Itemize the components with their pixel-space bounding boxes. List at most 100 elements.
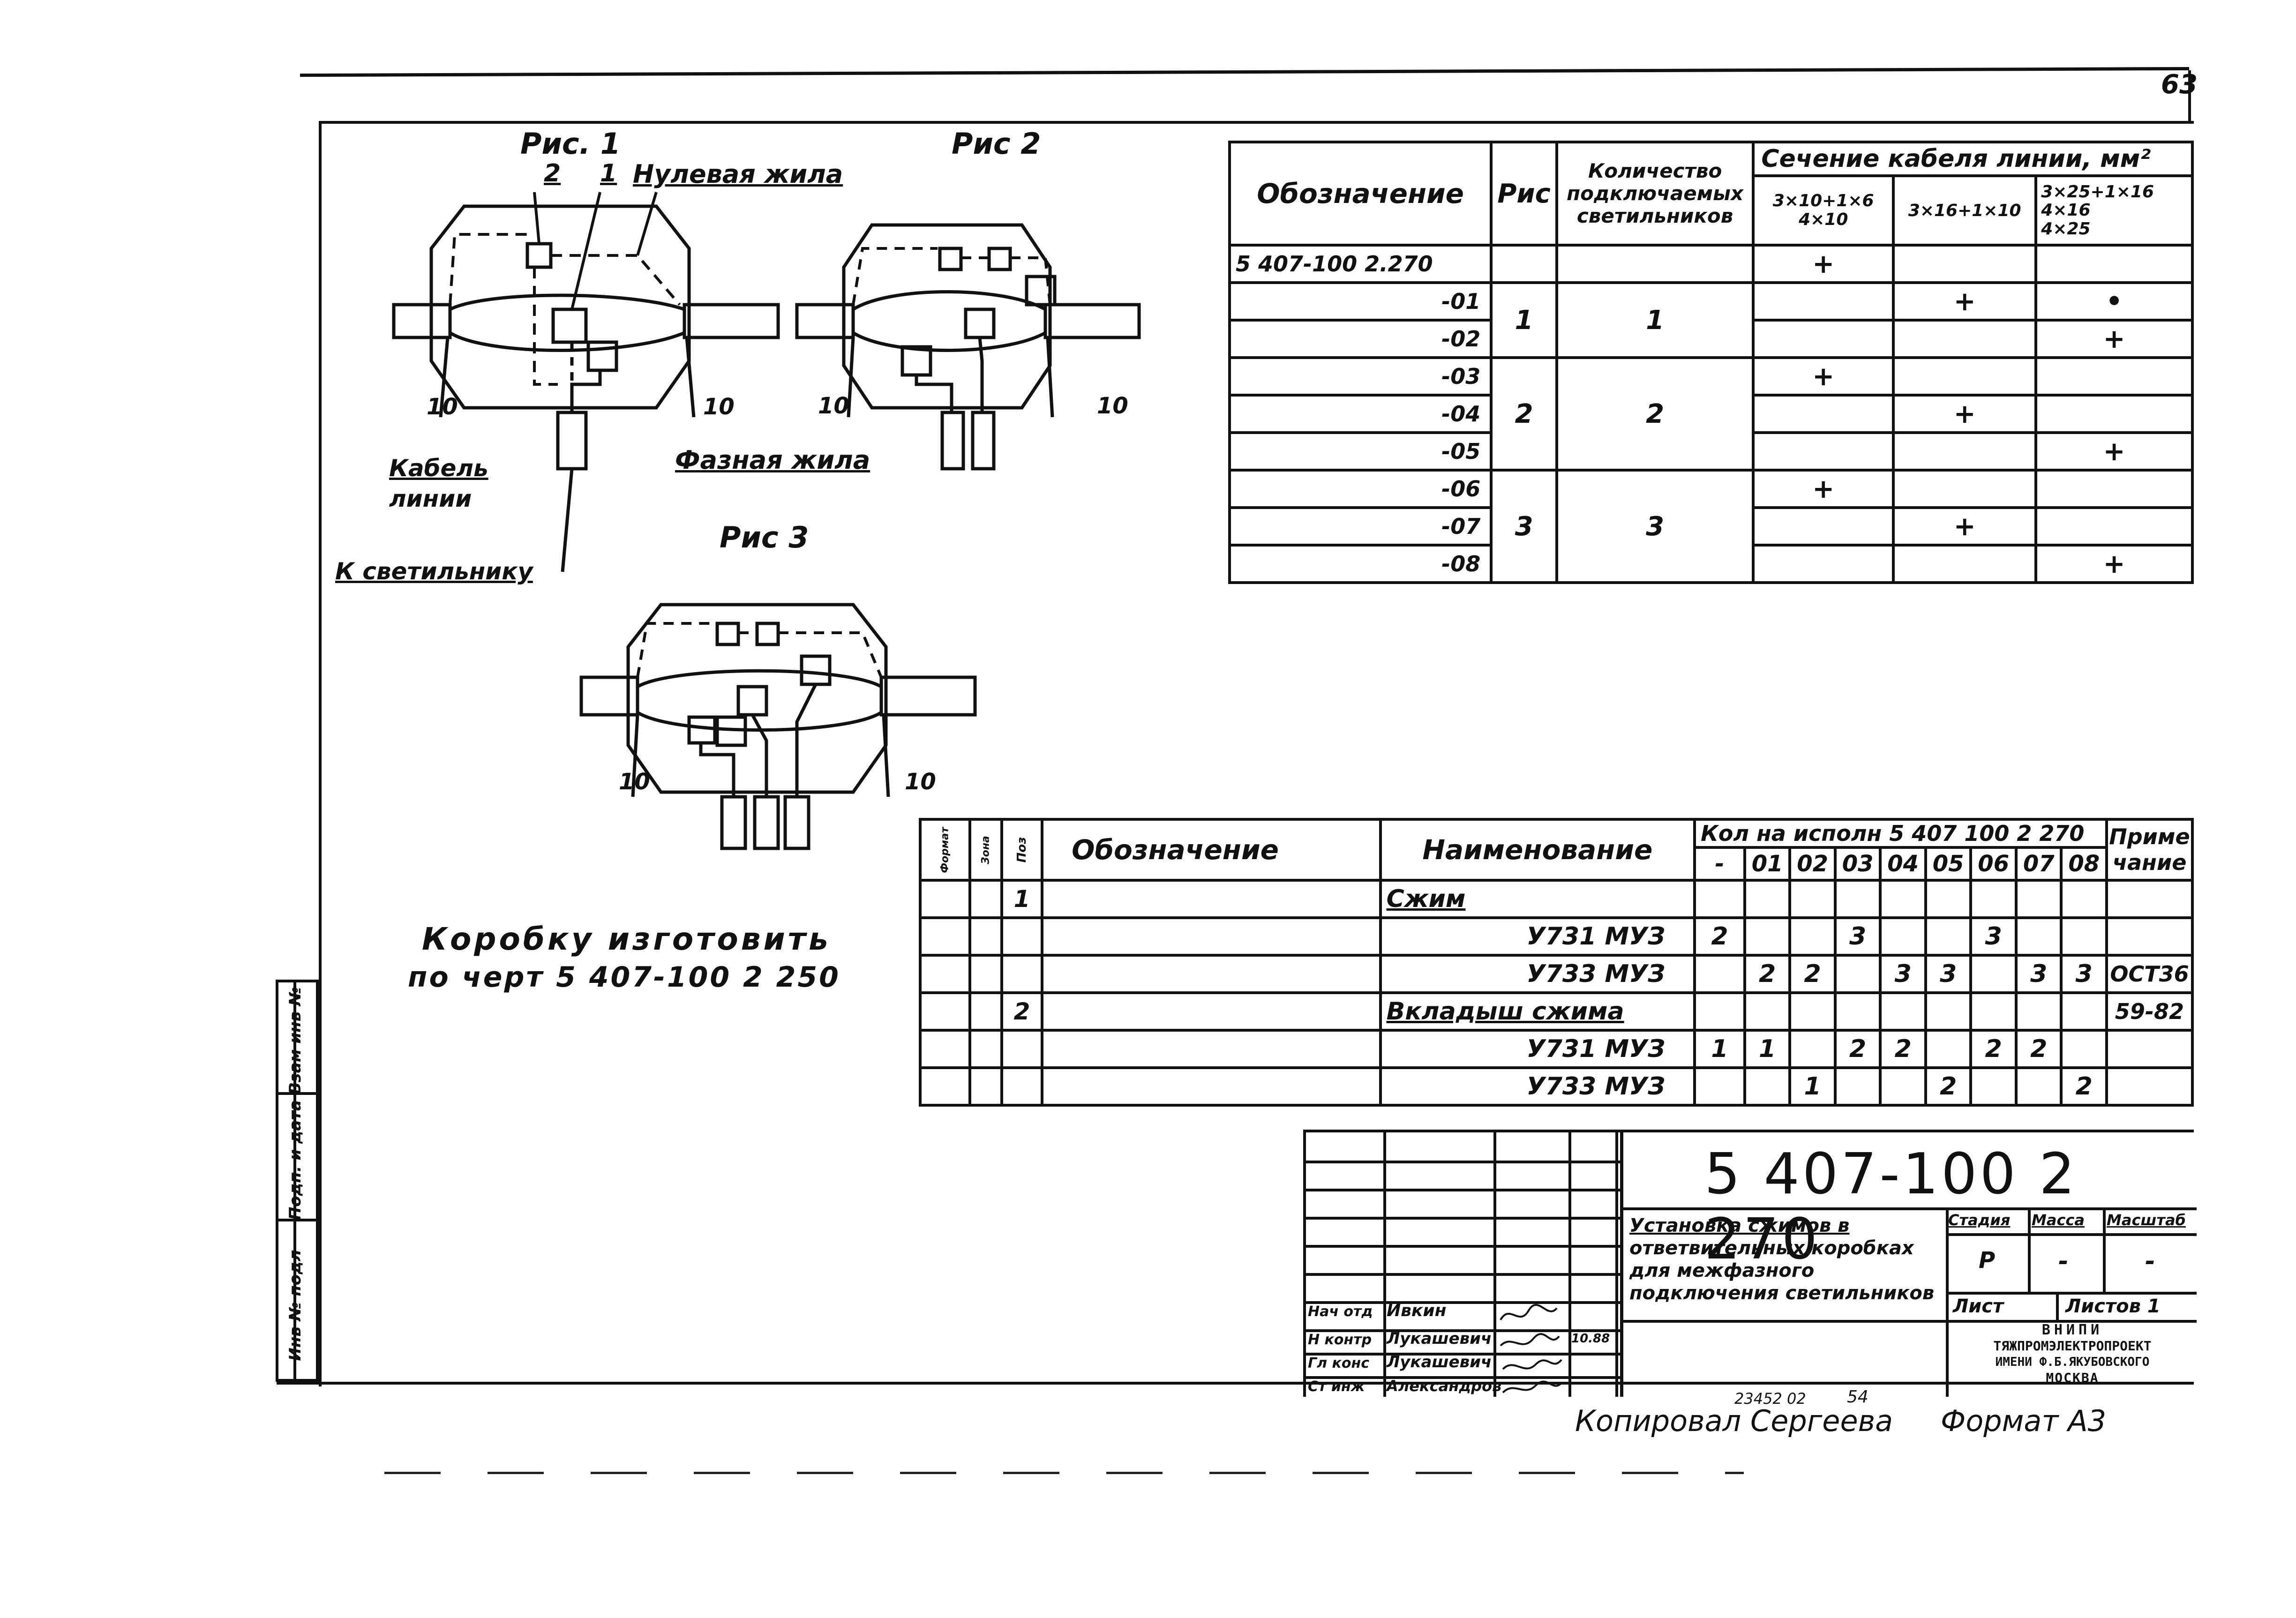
tb-person: Александров [1387, 1377, 1502, 1395]
line-cable-label-1: Кабель [389, 455, 488, 482]
table-row: У731 МУЗ 1 1 2 2 2 2 [919, 1029, 2194, 1069]
tb-sheet-line [1946, 1292, 2197, 1295]
spec-head-format: Формат [919, 818, 971, 882]
spec-variant-col: 03 [1833, 846, 1882, 882]
vt-head-designation: Обозначение [1228, 141, 1493, 247]
vt-count: 1 [1555, 281, 1755, 359]
copied-by: Копировал Сергеева [1575, 1404, 1893, 1438]
spec-qty [1833, 991, 1882, 1032]
spec-variant-col: 04 [1879, 846, 1927, 882]
vt-designation: -02 [1228, 319, 1493, 359]
spec-name: Сжим [1379, 879, 1696, 919]
vt-designation: 5 407-100 2.270 [1228, 244, 1493, 284]
spec-qty [1743, 879, 1792, 919]
table-row: -06 3 3 + [1228, 469, 2194, 584]
spec-qty: 2 [1743, 954, 1792, 994]
vt-mark-a: + [1752, 356, 1895, 397]
spec-qty [1693, 879, 1746, 919]
spec-qty [1879, 879, 1927, 919]
side-stamp-sep-1 [276, 1092, 319, 1095]
frame-bottom-line [277, 1382, 2194, 1385]
spec-qty [1788, 916, 1837, 957]
spec-qty [2060, 879, 2108, 919]
fig3-drawing [579, 600, 977, 853]
spec-qty: 2 [1693, 916, 1746, 957]
vt-mark-c: + [2034, 319, 2194, 359]
tb-sheet-col [2056, 1292, 2059, 1320]
frame-right-line [2188, 70, 2191, 121]
tb-row-9 [1306, 1376, 1620, 1379]
spec-note [2105, 1066, 2194, 1107]
vt-mark-b [1892, 544, 2038, 584]
spec-qty [1788, 1029, 1837, 1069]
vt-mark-b [1892, 244, 2038, 284]
spec-name: У731 МУЗ [1379, 916, 1696, 957]
vt-mark-c: • [2034, 281, 2194, 322]
side-stamp-inner-line [293, 980, 296, 1382]
spec-qty: 3 [2014, 954, 2063, 994]
spec-qty [2014, 1066, 2063, 1107]
vt-mark-a [1752, 506, 1895, 547]
spec-qty [1833, 954, 1882, 994]
tb-col-2 [1493, 1132, 1496, 1397]
tb-mass-col [2028, 1207, 2031, 1292]
fig3-dim-right: 10 [905, 769, 936, 795]
vt-mark-c: + [2034, 544, 2194, 584]
spec-name: Вкладыш сжима [1379, 991, 1696, 1032]
spec-qty: 2 [1924, 1066, 1973, 1107]
tb-stage-head-line [1946, 1233, 2197, 1236]
table-row: -05 + [1228, 431, 2194, 472]
phase-core-label: Фазная жила [675, 445, 870, 475]
tb-row-8 [1306, 1353, 1620, 1356]
vt-count: 3 [1555, 469, 1755, 584]
fig1-dim-left: 10 [427, 394, 458, 420]
vt-designation: -04 [1228, 394, 1493, 434]
spec-note [2105, 916, 2194, 957]
vt-mark-c [2034, 469, 2194, 509]
vt-mark-c [2034, 356, 2194, 397]
table-row: У733 МУЗ 1 2 2 [919, 1066, 2194, 1107]
spec-qty: 1 [1693, 1029, 1746, 1069]
neutral-core-label: Нулевая жила [633, 159, 843, 189]
vt-mark-b: + [1892, 281, 2038, 322]
spec-qty: 1 [1788, 1066, 1837, 1107]
tb-row-7 [1306, 1329, 1620, 1332]
spec-designation [1041, 879, 1382, 919]
vt-designation: -03 [1228, 356, 1493, 397]
spec-qty: 2 [1833, 1029, 1882, 1069]
vt-mark-b [1892, 469, 2038, 509]
vt-mark-a: + [1752, 244, 1895, 284]
spec-qty [1969, 954, 2018, 994]
vt-designation: -07 [1228, 506, 1493, 547]
spec-designation [1041, 1029, 1382, 1069]
spec-note: 59-82 [2105, 991, 2194, 1032]
vt-count [1555, 244, 1755, 284]
vt-fig: 2 [1490, 356, 1558, 472]
spec-qty [1879, 916, 1927, 957]
tb-doc-number: 5 407-100 2 270 [1704, 1142, 2078, 1272]
spec-variant-col: - [1693, 846, 1746, 882]
vt-designation: -08 [1228, 544, 1493, 584]
tb-col-4 [1615, 1132, 1618, 1397]
spec-qty [2014, 879, 2063, 919]
spec-qty: 2 [1788, 954, 1837, 994]
tb-head-mass: Масса [2032, 1211, 2085, 1229]
spec-note [2105, 879, 2194, 919]
spec-variant-col: 06 [1969, 846, 2018, 882]
vt-mark-c [2034, 506, 2194, 547]
spec-qty: 2 [2014, 1029, 2063, 1069]
spec-note [2105, 1029, 2194, 1069]
tb-role: Н контр [1308, 1332, 1372, 1348]
tb-head-scale: Масштаб [2107, 1211, 2186, 1229]
vt-designation: -05 [1228, 431, 1493, 472]
spec-qty [1833, 1066, 1882, 1107]
spec-qty [1969, 991, 2018, 1032]
tb-row-2 [1306, 1189, 1620, 1191]
spec-qty: 3 [1879, 954, 1927, 994]
side-stamp-inv: Инв № подл [286, 1250, 305, 1361]
side-stamp-sep-2 [276, 1219, 319, 1221]
spec-name: У731 МУЗ [1379, 1029, 1696, 1069]
spec-qty [1693, 954, 1746, 994]
spec-head-qty: Кол на исполн 5 407 100 2 270 [1693, 818, 2108, 849]
